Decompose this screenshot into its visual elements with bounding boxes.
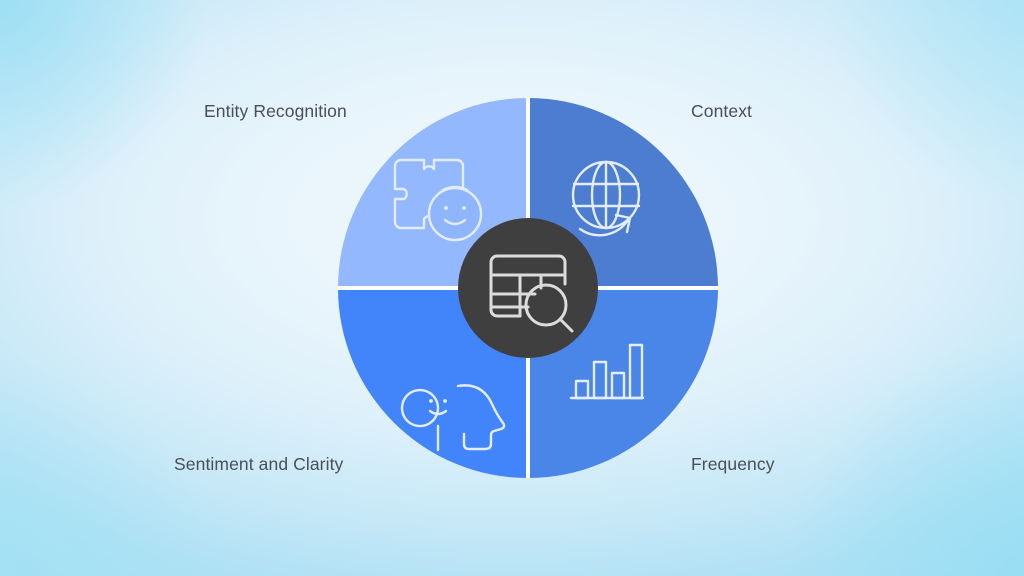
globe-arrow-icon xyxy=(571,160,641,237)
head-sentiment-icon xyxy=(400,384,506,452)
label-frequency: Frequency xyxy=(691,454,775,474)
label-context: Context xyxy=(691,101,753,121)
label-sentiment-and-clarity: Sentiment and Clarity xyxy=(174,454,344,474)
center-hub[interactable] xyxy=(458,218,598,358)
label-entity-recognition: Entity Recognition xyxy=(204,101,347,121)
bar-chart-icon xyxy=(569,343,645,400)
table-search-icon xyxy=(489,254,574,333)
center-circle xyxy=(458,218,598,358)
puzzle-face-icon xyxy=(393,158,483,242)
